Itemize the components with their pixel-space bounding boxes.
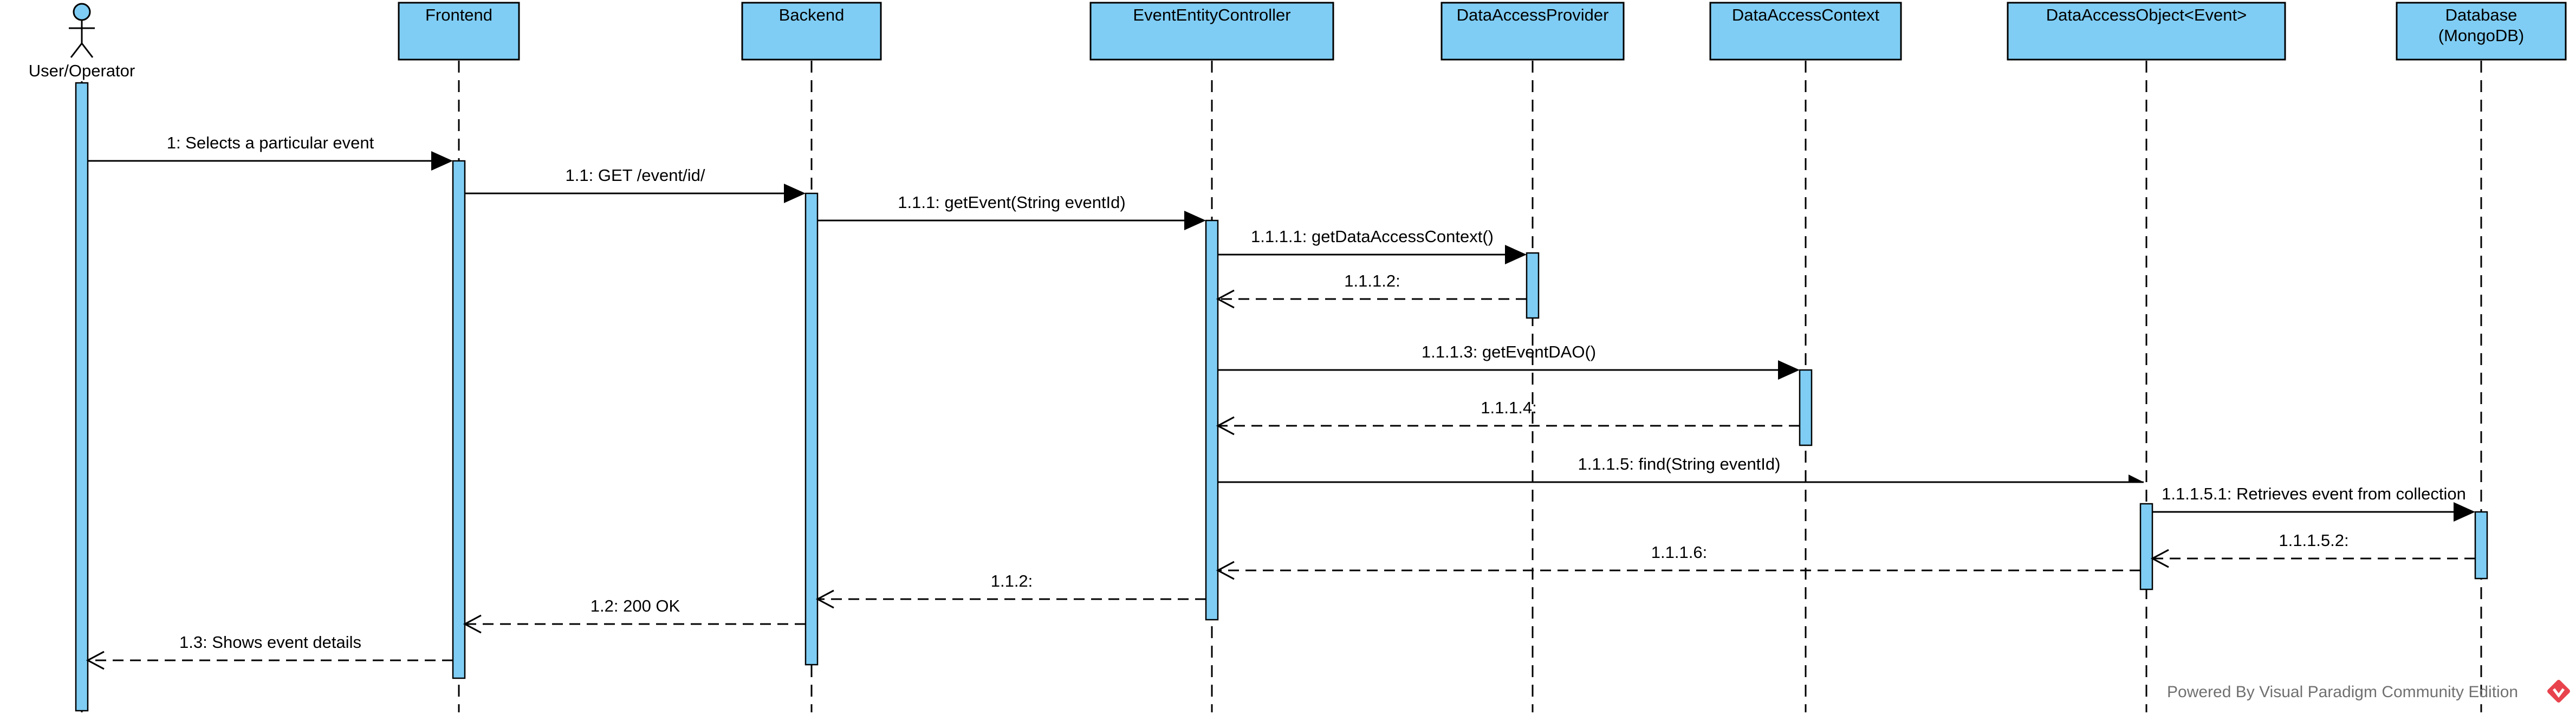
activation-bar	[75, 82, 89, 712]
activation-bar	[804, 192, 819, 666]
open-arrowhead-icon	[815, 589, 834, 609]
open-arrowhead-icon	[1216, 416, 1235, 436]
create-arrowhead-icon	[2129, 475, 2144, 482]
stick-figure-icon	[69, 3, 95, 58]
visual-paradigm-logo-icon	[2547, 680, 2570, 703]
participant-label: DataAccessContext	[1732, 5, 1880, 24]
activation-bar	[2139, 503, 2153, 590]
message-label: 1.1.1.5.2:	[2279, 531, 2348, 550]
participant-box	[2396, 2, 2567, 61]
participant-box	[398, 2, 520, 61]
participant-label: Backend	[779, 5, 845, 24]
message-5: 1.1.1.2:	[1216, 271, 1527, 309]
message-label: 1.1: GET /event/id/	[566, 166, 705, 185]
message-label: 1.1.1.5.1: Retrieves event from collecti…	[2162, 484, 2466, 503]
message-7: 1.1.1.4:	[1216, 398, 1800, 436]
open-arrowhead-icon	[86, 651, 105, 670]
watermark: Powered By Visual Paradigm Community Edi…	[2167, 680, 2570, 703]
message-label: 1: Selects a particular event	[167, 133, 374, 152]
message-12: 1.1.2:	[815, 571, 1206, 609]
message-10: 1.1.1.5.2:	[2150, 531, 2475, 568]
activation-bar	[1205, 219, 1219, 621]
message-11: 1.1.1.6:	[1216, 543, 2140, 580]
participant-box	[1441, 2, 1625, 61]
activation-bars	[75, 82, 2488, 712]
filled-arrowhead-icon	[1505, 245, 1527, 264]
actor-label: User/Operator	[29, 61, 135, 80]
message-label: 1.1.1.5: find(String eventId)	[1578, 454, 1781, 473]
message-label: 1.1.1.2:	[1344, 271, 1400, 290]
message-label: 1.1.1.4:	[1481, 398, 1536, 417]
activation-bar	[2474, 511, 2488, 580]
message-1: 1: Selects a particular event	[88, 133, 453, 171]
actor-user-operator[interactable]: User/Operator	[29, 3, 135, 80]
filled-arrowhead-icon	[1778, 360, 1800, 380]
filled-arrowhead-icon	[1184, 211, 1206, 230]
participant-box	[1709, 2, 1902, 61]
open-arrowhead-icon	[2150, 549, 2169, 568]
message-label: 1.1.2:	[991, 571, 1033, 590]
activation-bar	[452, 160, 466, 679]
messages: 1: Selects a particular event 1.1: GET /e…	[86, 133, 2475, 670]
participant-heads: User/Operator Frontend Backend EventEntityC…	[29, 2, 2567, 80]
open-arrowhead-icon	[463, 614, 482, 634]
message-9: 1.1.1.5.1: Retrieves event from collecti…	[2152, 484, 2475, 522]
participant-database[interactable]: Database(MongoDB)	[2396, 2, 2567, 61]
message-4: 1.1.1.1: getDataAccessContext()	[1218, 227, 1527, 264]
participant-box	[741, 2, 882, 61]
message-13: 1.2: 200 OK	[463, 596, 806, 634]
message-label: 1.3: Shows event details	[179, 633, 361, 652]
participant-frontend[interactable]: Frontend	[398, 2, 520, 61]
participant-evententitycontroller[interactable]: EventEntityController	[1089, 2, 1334, 61]
participant-label: DataAccessObject<Event>	[2046, 5, 2247, 24]
participant-backend[interactable]: Backend	[741, 2, 882, 61]
watermark-text: Powered By Visual Paradigm Community Edi…	[2167, 683, 2518, 701]
message-label: 1.1.1.3: getEventDAO()	[1422, 342, 1596, 361]
participant-dataaccesscontext[interactable]: DataAccessContext	[1709, 2, 1902, 61]
participant-dataaccessobject-event[interactable]: DataAccessObject<Event>	[2007, 2, 2286, 61]
message-label: 1.1.1: getEvent(String eventId)	[898, 193, 1125, 212]
filled-arrowhead-icon	[431, 151, 453, 171]
open-arrowhead-icon	[1216, 561, 1235, 580]
participant-label: EventEntityController	[1133, 5, 1290, 24]
participant-box	[1089, 2, 1334, 61]
message-label: 1.1.1.1: getDataAccessContext()	[1251, 227, 1494, 246]
message-3: 1.1.1: getEvent(String eventId)	[817, 193, 1206, 230]
activation-bar	[1799, 369, 1813, 446]
message-2: 1.1: GET /event/id/	[465, 166, 806, 203]
participant-label: Database(MongoDB)	[2438, 5, 2525, 45]
message-label: 1.2: 200 OK	[591, 596, 680, 615]
activation-bar	[1526, 252, 1540, 319]
participant-dataaccessprovider[interactable]: DataAccessProvider	[1441, 2, 1625, 61]
message-14: 1.3: Shows event details	[86, 633, 453, 670]
participant-box	[2007, 2, 2286, 61]
open-arrowhead-icon	[1216, 289, 1235, 309]
filled-arrowhead-icon	[784, 184, 806, 203]
filled-arrowhead-icon	[2454, 502, 2475, 522]
message-6: 1.1.1.3: getEventDAO()	[1218, 342, 1800, 380]
message-8: 1.1.1.5: find(String eventId)	[1218, 454, 2144, 483]
participant-label: Frontend	[425, 5, 492, 24]
participant-label: DataAccessProvider	[1457, 5, 1609, 24]
message-label: 1.1.1.6:	[1651, 543, 1707, 562]
